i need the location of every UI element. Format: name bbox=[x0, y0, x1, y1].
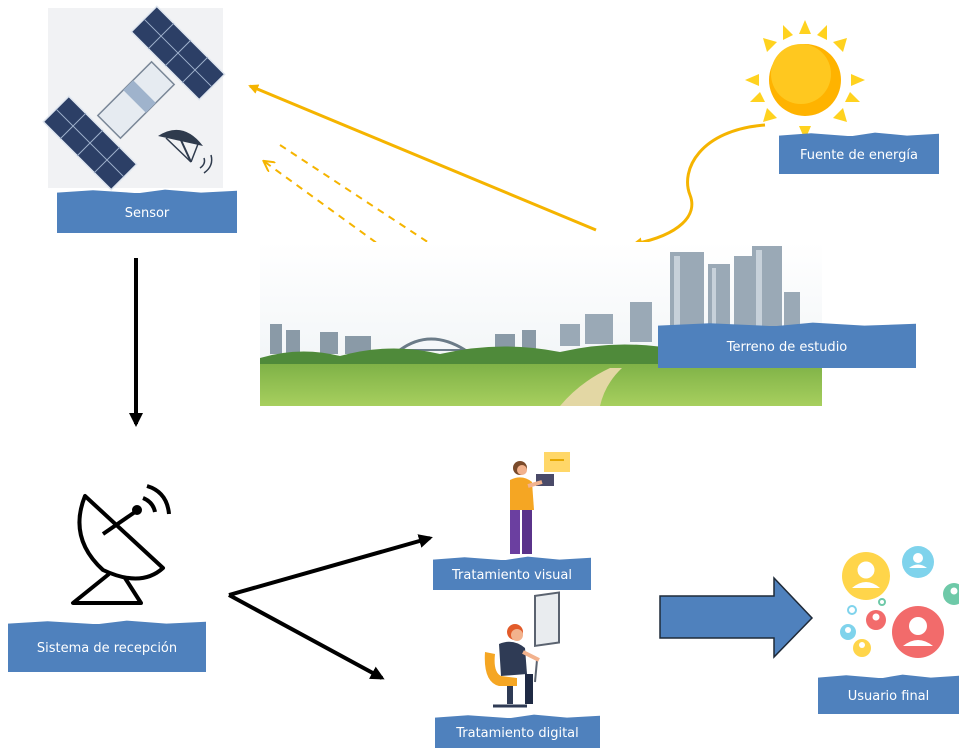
person-visual-icon bbox=[510, 452, 570, 554]
sensor-label: Sensor bbox=[57, 193, 237, 233]
visual-treatment-node: Tratamiento visual bbox=[430, 452, 595, 592]
reception-node: Sistema de recepción bbox=[8, 478, 208, 674]
energy-source-node: Fuente de energía bbox=[735, 18, 940, 178]
city-landscape-icon bbox=[260, 242, 822, 406]
satellite-dish-icon bbox=[71, 484, 171, 605]
terrain-label: Terreno de estudio bbox=[658, 326, 916, 368]
incident-ray-arrow bbox=[632, 123, 766, 248]
digital-treatment-node: Tratamiento digital bbox=[435, 591, 600, 748]
satellite-icon bbox=[42, 5, 226, 191]
to-user-block-arrow bbox=[659, 576, 814, 659]
user-label: Usuario final bbox=[818, 678, 959, 714]
energy-label: Fuente de energía bbox=[779, 136, 939, 174]
users-icon bbox=[840, 546, 959, 658]
to-digital-arrow bbox=[228, 593, 385, 680]
terrain-node: Terreno de estudio bbox=[260, 242, 920, 408]
person-computer-icon bbox=[484, 591, 560, 708]
digital-label: Tratamiento digital bbox=[435, 718, 600, 748]
end-user-node: Usuario final bbox=[818, 540, 959, 716]
reception-label: Sistema de recepción bbox=[8, 624, 206, 672]
sun-icon bbox=[745, 20, 865, 140]
dashed-ray-out bbox=[279, 144, 452, 258]
to-visual-arrow bbox=[228, 534, 433, 597]
sensor-node: Sensor bbox=[42, 5, 238, 236]
reflected-ray-arrow bbox=[248, 84, 597, 232]
visual-label: Tratamiento visual bbox=[433, 560, 591, 590]
